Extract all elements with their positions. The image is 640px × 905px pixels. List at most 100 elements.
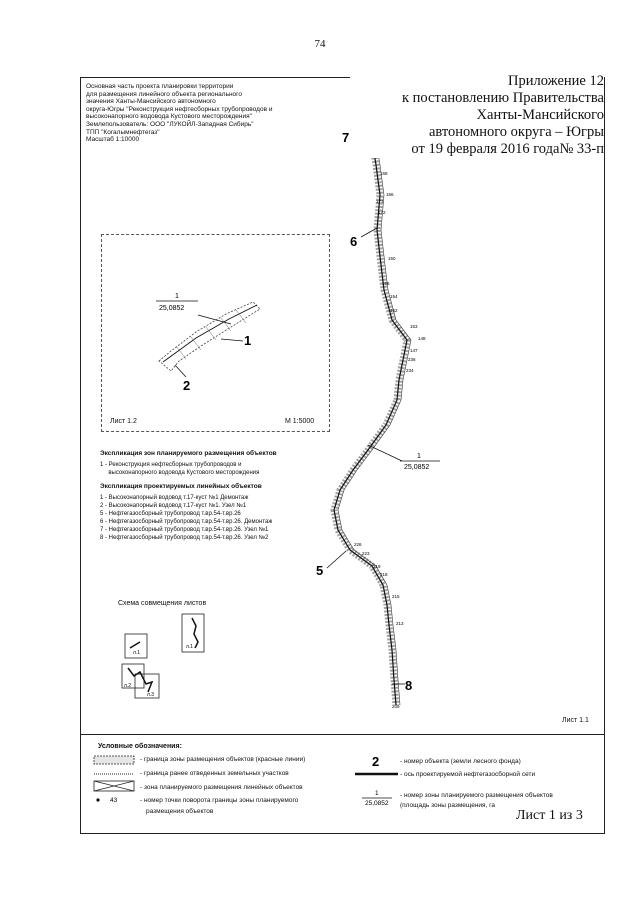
scheme-sheet-1-1 (181, 613, 205, 653)
scheme-title: Схема совмещения листов (118, 600, 207, 607)
header-line: округа-Югры "Реконструкция нефтесборных … (86, 105, 273, 113)
project-header: Основная часть проекта планировки террит… (86, 83, 316, 144)
objects-explication-item: 2 - Высоконапорный водовод т.17-куст №1.… (100, 503, 247, 509)
inset-zone (158, 301, 261, 372)
appendix-line: автономного округа – Югры (428, 124, 604, 140)
object-number-8: 8 (405, 678, 412, 693)
point-label: 215 (392, 594, 400, 599)
scheme-sheet-1-2 (124, 633, 148, 659)
inset-hatch (175, 309, 247, 360)
page-number: 74 (314, 38, 326, 50)
point-label: 156 (382, 281, 390, 286)
legend-point-symbol (96, 798, 100, 802)
objects-explication-item: 7 - Нефтегазосборный трубопровод т.вр.54… (100, 527, 269, 533)
legend-object-number-text: - номер объекта (земли лесного фонда) (400, 758, 521, 765)
point-label: 166 (386, 192, 394, 197)
scheme-route-1-3 (127, 667, 154, 693)
header-line: Масштаб 1:10000 (86, 136, 140, 144)
header-line: высоконапорного водовода Кустового место… (86, 113, 252, 121)
legend-planned-zone-text: - зона планируемого размещения линейных … (140, 784, 303, 791)
inset-leader-zone (197, 314, 232, 325)
legend-red-lines-symbol (93, 755, 135, 765)
legend-point-sample: 43 (110, 797, 118, 804)
zone-number: 1 (417, 453, 421, 460)
legend-zone-number-text: - номер зоны планируемого размещения объ… (400, 792, 553, 799)
sheet-scheme: л.1 л.2 л.3 л.1 (121, 613, 205, 699)
header-line: Землепользователь: ООО "ЛУКОЙЛ-Западная … (86, 120, 254, 128)
scheme-route-1-1 (191, 617, 199, 649)
inset-axis (162, 304, 258, 363)
scheme-route-1-2 (129, 641, 141, 649)
legend-turn-point-text-2: размещения объектов (146, 808, 214, 815)
inset-object-1: 1 (244, 333, 251, 348)
inset-object-2: 2 (183, 378, 190, 393)
zones-explication: Экспликация зон планируемого размещения … (100, 450, 277, 477)
legend-red-lines-text: - граница зоны размещения объектов (крас… (140, 756, 306, 763)
legend-zone-area-sample: 25,0852 (365, 800, 389, 807)
point-label: 236 (408, 357, 416, 362)
zones-explication-item: 1 - Реконструкция нефтесборных трубопров… (100, 462, 242, 468)
appendix-line: к постановлению Правительства (402, 90, 604, 106)
appendix-line: Приложение 12 (508, 73, 604, 89)
scheme-label-l3: л.3 (147, 692, 154, 698)
zones-explication-title: Экспликация зон планируемого размещения … (100, 450, 277, 457)
legend-planned-zone-symbol (93, 780, 135, 792)
legend-title: Условные обозначения: (98, 743, 182, 750)
legend-axis-text: - ось проектируемой нефтегазосборной сет… (400, 771, 536, 778)
route-axis (333, 139, 408, 706)
route-axis-parallel (337, 139, 412, 706)
point-label: 219 (373, 564, 381, 569)
point-label: 171 (376, 199, 384, 204)
point-label: 150 (388, 256, 396, 261)
inset-zone-area: 25,0852 (159, 305, 184, 312)
point-label: 152 (390, 308, 398, 313)
objects-explication-title: Экспликация проектируемых линейных объек… (100, 483, 262, 490)
point-label: 168 (380, 171, 388, 176)
sheet-of-label: Лист 1 из 3 (513, 808, 583, 824)
objects-explication-item: 6 - Нефтегазосборный трубопровод т.вр.54… (100, 519, 273, 525)
inset-sheet-label: Лист 1.2 (110, 418, 137, 425)
point-label: 234 (406, 368, 414, 373)
scheme-label-l1b: л.1 (133, 650, 140, 656)
legend-symbols: 2 43 1 25,0852 (93, 754, 398, 807)
objects-explication-item: 5 - Нефтегазосборный трубопровод т.вр.54… (100, 511, 241, 517)
objects-explication-item: 8 - Нефтегазосборный трубопровод т.вр.54… (100, 535, 269, 541)
objects-explication: Экспликация проектируемых линейных объек… (100, 483, 272, 542)
point-label: 218 (380, 572, 388, 577)
header-line: значения Ханты-Мансийского автономного (86, 98, 216, 106)
inset-zone-number: 1 (175, 293, 179, 300)
legend-turn-point-text: - номер точки поворота границы зоны план… (140, 797, 299, 804)
leader-6 (360, 227, 378, 238)
header-line: Основная часть проекта планировки террит… (86, 83, 234, 90)
point-label: 172 (378, 210, 386, 215)
scheme-label-l2: л.2 (124, 683, 131, 689)
inset-map: 1 25,0852 1 2 (156, 293, 261, 393)
sheet-1-1-label: Лист 1.1 (562, 717, 589, 724)
point-label: 154 (390, 294, 398, 299)
legend-object-sample: 2 (372, 754, 379, 769)
inset-scale-label: М 1:5000 (285, 418, 315, 425)
leader-5 (326, 550, 347, 569)
legend-planned-zone-hatch (93, 780, 135, 792)
object-number-6: 6 (350, 234, 357, 249)
point-label: 226 (354, 542, 362, 547)
objects-explication-item: 1 - Высоконапорный водовод т.17-куст №1 … (100, 495, 249, 501)
zone-area: 25,0852 (404, 464, 429, 471)
point-label: 148 (418, 336, 426, 341)
leader-zone (367, 444, 403, 462)
legend-allotted-text: - граница ранее отведенных земельных уча… (140, 770, 289, 777)
appendix-block: Приложение 12 к постановлению Правительс… (350, 73, 604, 158)
point-label: 213 (396, 621, 404, 626)
point-label: 147 (410, 348, 418, 353)
legend-frame (80, 735, 605, 834)
point-label: 209 (392, 704, 400, 709)
point-label: 153 (410, 324, 418, 329)
object-number-7: 7 (342, 130, 349, 145)
header-line: ТПП "Когалымнефтегаз" (86, 128, 160, 136)
inset-map-frame (101, 234, 330, 432)
zones-explication-item: высоконапорного водовода Кустового место… (100, 470, 260, 476)
object-number-5: 5 (316, 563, 323, 578)
appendix-line: Ханты-Мансийского (476, 107, 604, 123)
appendix-line: от 19 февраля 2016 года№ 33-п (411, 141, 604, 157)
